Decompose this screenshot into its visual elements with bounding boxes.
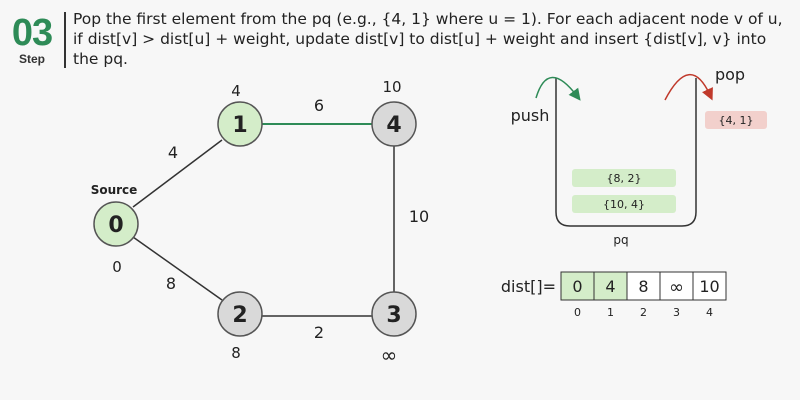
pq-item-0-text: {8, 2} <box>607 172 642 185</box>
step-divider <box>64 12 66 68</box>
graph-node-2: 2 <box>217 291 263 337</box>
node-label-2: 2 <box>232 303 247 328</box>
pq-container <box>555 78 697 227</box>
step-number: 03 <box>11 12 53 54</box>
pq-item-1-text: {10, 4} <box>603 198 645 211</box>
popped-item-text: {4, 1} <box>719 114 754 127</box>
push-arrow-icon <box>535 76 581 101</box>
edge-weight-1-4: 6 <box>314 96 324 115</box>
node-dist-1: 4 <box>231 82 241 100</box>
push-label: push <box>511 106 550 125</box>
dist-value-2: 8 <box>638 277 648 296</box>
dist-value-0: 0 <box>572 277 582 296</box>
edge-0-2 <box>132 236 223 301</box>
dist-index-1: 1 <box>607 306 614 319</box>
dist-array-label: dist[]= <box>501 277 556 296</box>
graph-node-3: 3 <box>371 291 417 337</box>
pop-arrow-icon <box>664 74 713 101</box>
node-label-4: 4 <box>386 113 401 138</box>
node-dist-4: 10 <box>382 78 401 96</box>
dist-index-4: 4 <box>706 306 713 319</box>
dist-index-2: 2 <box>640 306 647 319</box>
dist-cell-3 <box>659 271 694 301</box>
graph-node-0: 0 <box>93 201 139 247</box>
dist-value-3: ∞ <box>669 277 684 298</box>
dist-cell-0 <box>560 271 595 301</box>
edge-0-1 <box>132 139 223 208</box>
dist-index-0: 0 <box>574 306 581 319</box>
dist-index-3: 3 <box>673 306 680 319</box>
dist-value-4: 10 <box>699 277 719 296</box>
dist-array: 0 4 8 ∞ 10 0 1 2 3 4 <box>560 271 727 319</box>
step-description: Pop the first element from the pq (e.g.,… <box>73 10 783 68</box>
pop-label: pop <box>715 65 745 84</box>
pq-label: pq <box>613 233 628 247</box>
edge-weight-0-2: 8 <box>166 274 176 293</box>
graph-node-4: 4 <box>371 101 417 147</box>
node-label-1: 1 <box>232 113 247 138</box>
node-label-3: 3 <box>386 303 401 328</box>
edge-weight-2-3: 2 <box>314 323 324 342</box>
dist-cell-2 <box>626 271 661 301</box>
popped-item <box>705 111 767 129</box>
edge-weight-0-1: 4 <box>168 143 178 162</box>
step-label: Step <box>18 52 45 66</box>
dist-value-1: 4 <box>605 277 615 296</box>
source-label: Source <box>91 183 138 197</box>
node-label-0: 0 <box>108 213 123 238</box>
dist-cell-1 <box>593 271 628 301</box>
node-dist-3: ∞ <box>381 343 398 367</box>
pq-item-1 <box>572 195 676 213</box>
node-dist-0: 0 <box>112 258 122 276</box>
pq-item-0 <box>572 169 676 187</box>
dist-cell-4 <box>692 271 727 301</box>
graph-node-1: 1 <box>217 101 263 147</box>
edge-weight-3-4: 10 <box>409 207 429 226</box>
node-dist-2: 8 <box>231 344 241 362</box>
